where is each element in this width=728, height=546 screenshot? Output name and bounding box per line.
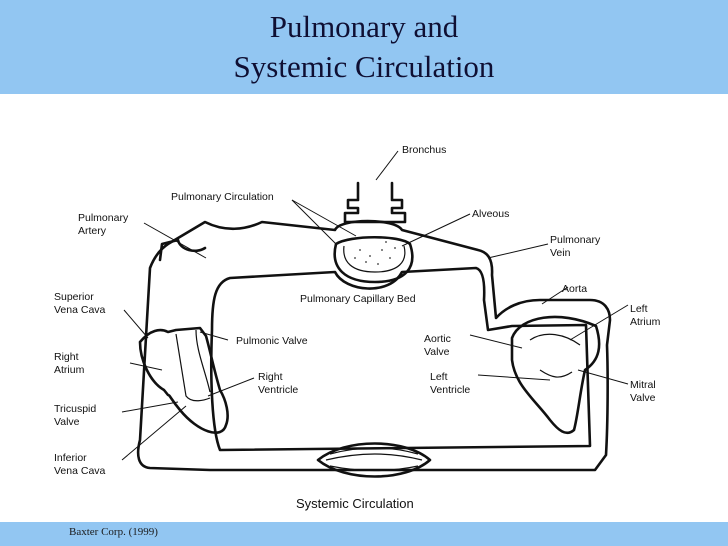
alveolus-shape <box>333 236 414 284</box>
pulmonary-artery-stub <box>158 238 207 262</box>
label-aortic-valve-2: Valve <box>424 346 450 358</box>
label-right-atrium-1: Right <box>54 351 79 363</box>
label-right-atrium-2: Atrium <box>54 364 85 376</box>
leader-lines <box>121 150 629 461</box>
label-left-ventricle-2: Ventricle <box>430 384 470 396</box>
alveolus-speckle <box>354 241 396 265</box>
label-left-atrium-1: Left <box>630 303 648 315</box>
label-alveous: Alveous <box>472 208 509 220</box>
label-left-atrium-2: Atrium <box>630 316 661 328</box>
label-pulmonary-artery-2: Artery <box>78 225 107 237</box>
circulation-loop-inner <box>209 266 592 452</box>
label-mitral-valve-1: Mitral <box>630 379 656 391</box>
label-left-ventricle-1: Left <box>430 371 448 383</box>
label-bronchus: Bronchus <box>402 144 446 156</box>
label-aorta: Aorta <box>562 283 587 295</box>
label-superior-vena-cava-2: Vena Cava <box>54 304 106 316</box>
label-pulmonary-vein-1: Pulmonary <box>550 234 601 246</box>
label-pulmonary-artery-1: Pulmonary <box>78 212 129 224</box>
label-inferior-vena-cava-2: Vena Cava <box>54 465 106 477</box>
label-right-ventricle-1: Right <box>258 371 283 383</box>
slide-title-line-2: Systemic Circulation <box>233 49 495 84</box>
label-inferior-vena-cava-1: Inferior <box>54 452 87 464</box>
circulation-diagram: Bronchus Pulmonary Circulation Pulmonary… <box>54 144 661 511</box>
systemic-capillary-bed <box>316 442 432 478</box>
systemic-capillary-lines <box>325 447 423 472</box>
label-pulmonary-capillary-bed: Pulmonary Capillary Bed <box>300 293 416 305</box>
right-heart-shape <box>138 326 229 434</box>
source-credit: Baxter Corp. (1999) <box>69 526 158 538</box>
slide-title-line-1: Pulmonary and <box>269 9 459 44</box>
label-pulmonary-circulation: Pulmonary Circulation <box>171 191 274 203</box>
label-pulmonic-valve: Pulmonic Valve <box>236 335 308 347</box>
label-right-ventricle-2: Ventricle <box>258 384 298 396</box>
bronchus-shape <box>343 181 407 224</box>
circulation-loop-outer <box>136 219 612 472</box>
label-superior-vena-cava-1: Superior <box>54 291 94 303</box>
label-tricuspid-valve-1: Tricuspid <box>54 403 96 415</box>
left-heart-shape <box>510 315 601 435</box>
label-tricuspid-valve-2: Valve <box>54 416 80 428</box>
label-mitral-valve-2: Valve <box>630 392 656 404</box>
footer-bar: Baxter Corp. (1999) <box>0 522 728 546</box>
label-systemic-circulation: Systemic Circulation <box>296 496 414 511</box>
label-pulmonary-vein-2: Vein <box>550 247 571 259</box>
label-aortic-valve-1: Aortic <box>424 333 451 345</box>
title-bar: Pulmonary and Systemic Circulation <box>0 0 728 94</box>
